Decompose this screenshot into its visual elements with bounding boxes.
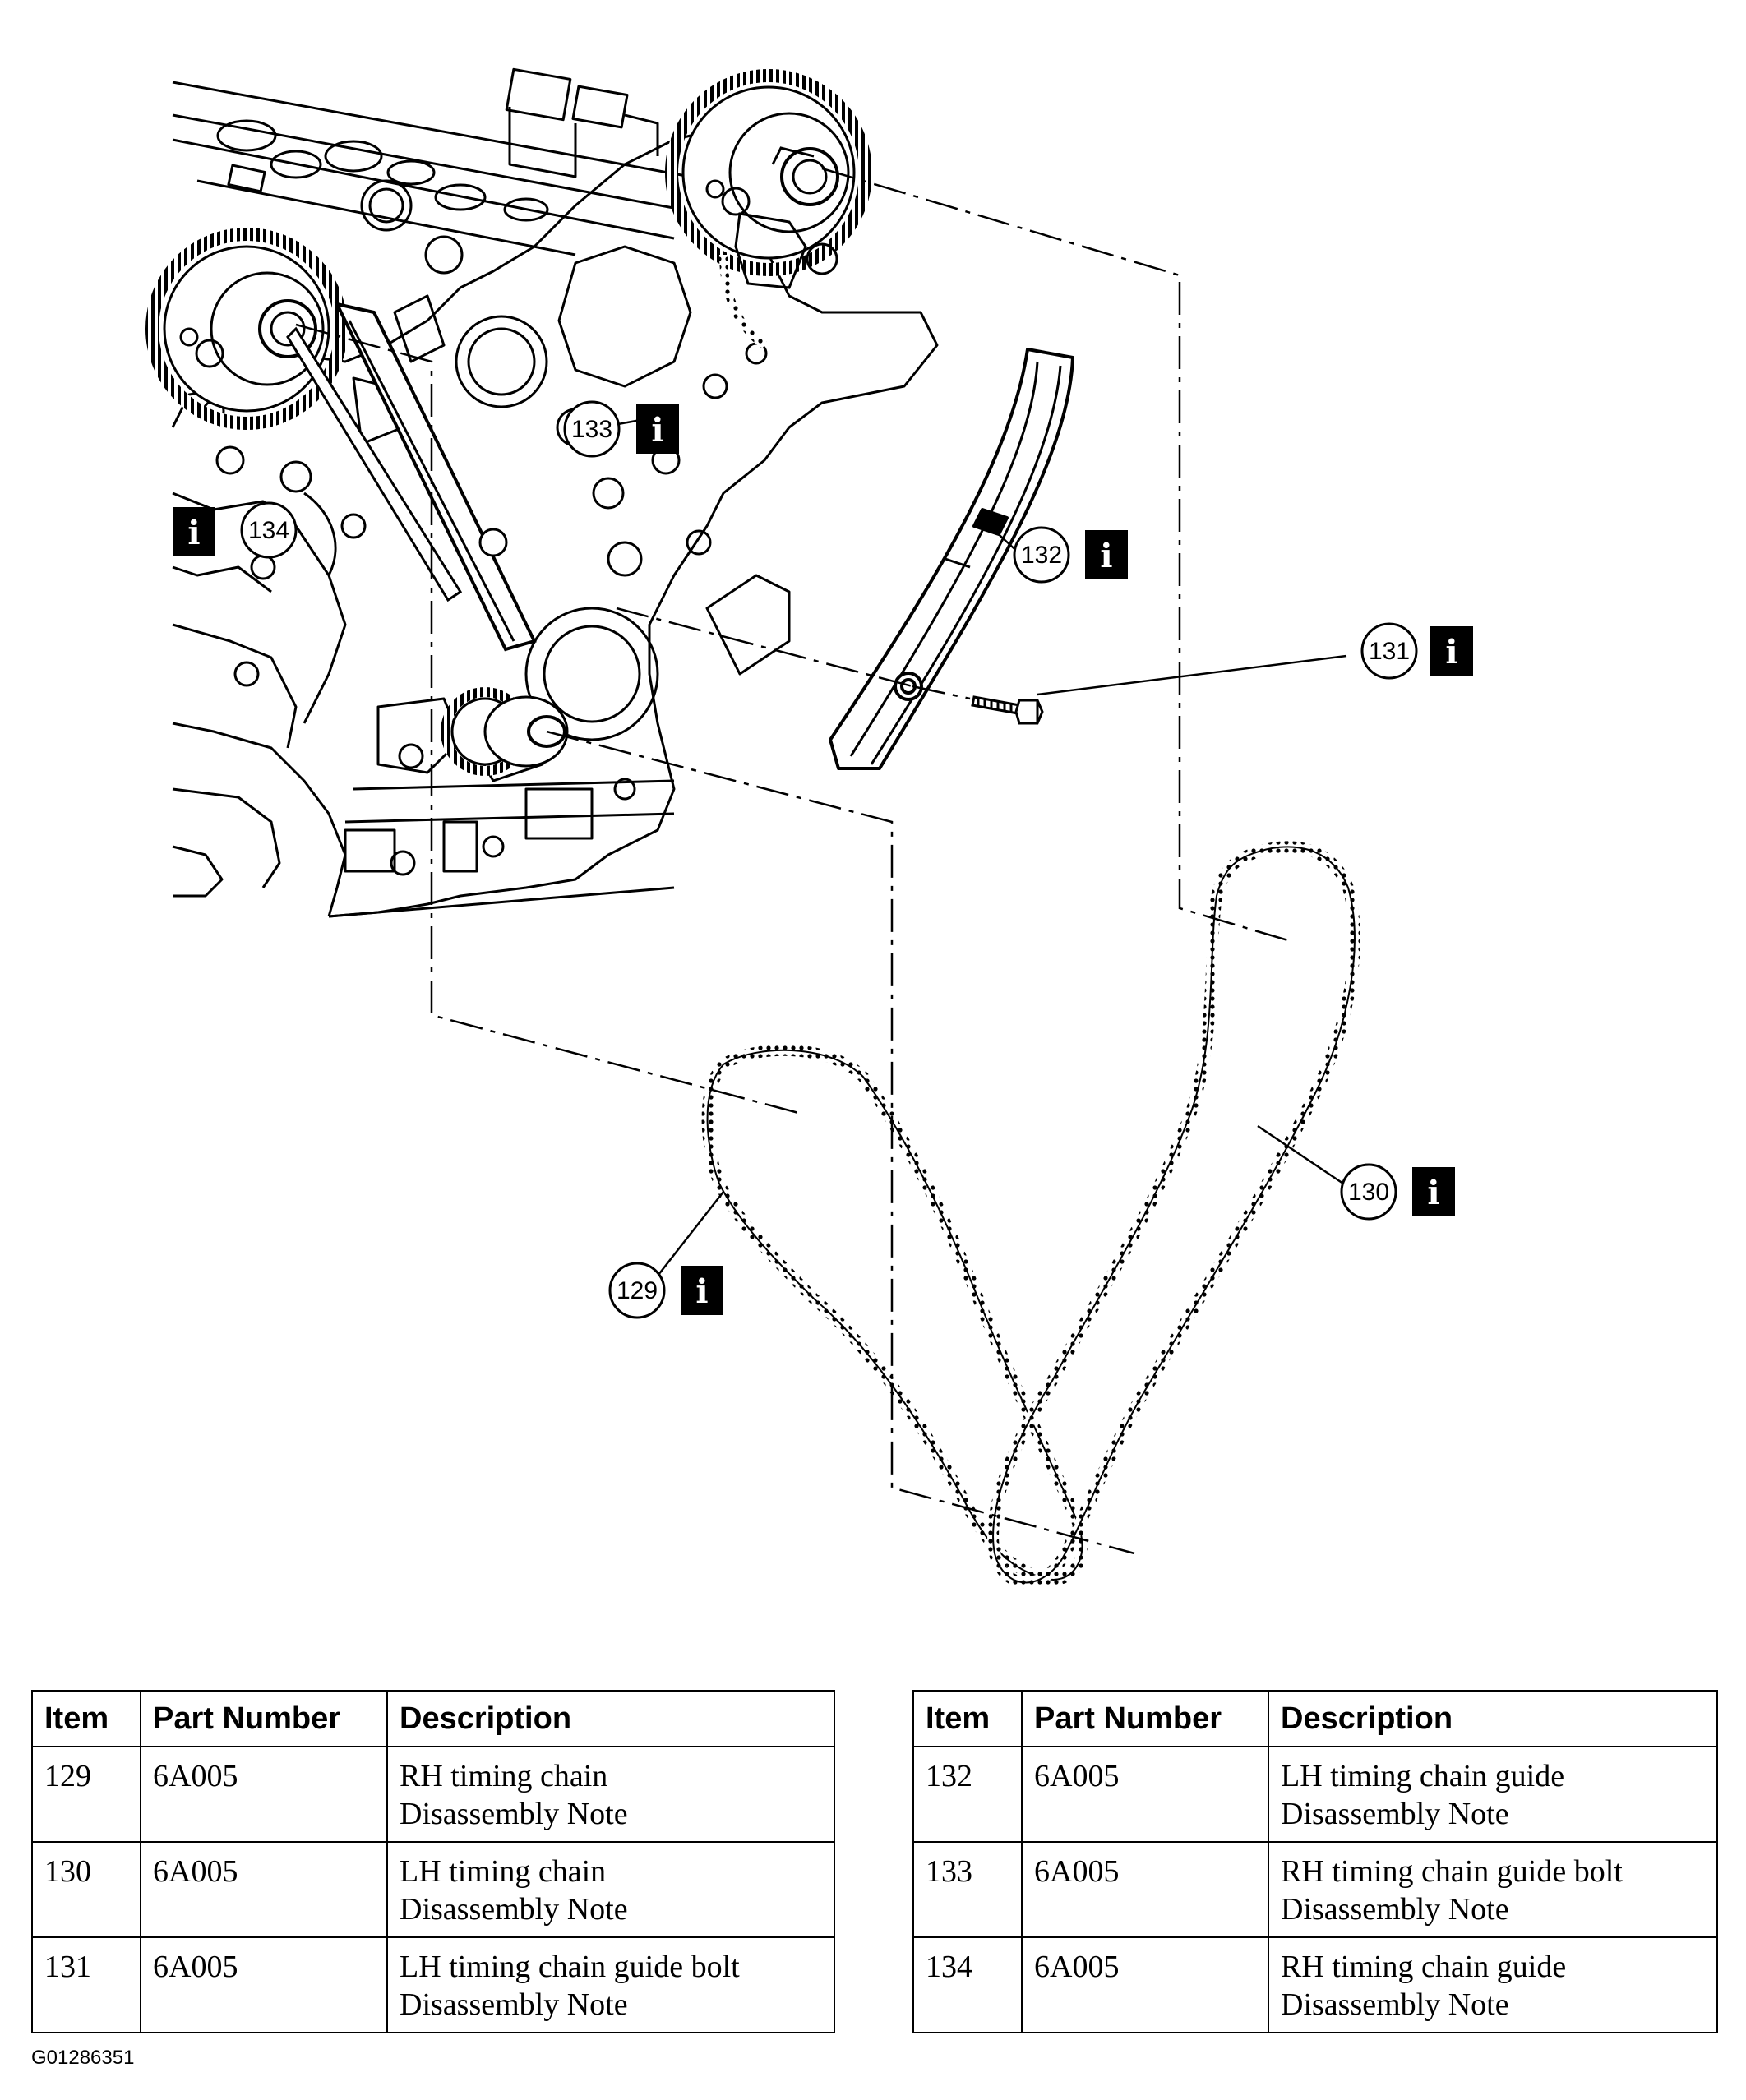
part-number-cell: 6A005	[140, 1841, 388, 1938]
part-number-cell: 6A005	[1021, 1746, 1269, 1843]
parts-table-right: Item Part Number Description 132 6A005 L…	[912, 1690, 1718, 2033]
item-cell: 132	[912, 1746, 1023, 1843]
info-icon: i	[1100, 537, 1112, 575]
lh-chain-tensioner	[719, 212, 838, 349]
disassembly-note-link[interactable]: Disassembly Note	[1281, 1797, 1509, 1831]
info-icon: i	[695, 1272, 708, 1311]
lh-timing-chain-guide-bolt	[971, 695, 1044, 725]
column-header-item: Item	[31, 1690, 141, 1747]
exploded-diagram: 133 i i 134 132 i 131 i 130 i 129 i	[146, 67, 1473, 1589]
item-cell: 133	[912, 1841, 1023, 1938]
item-cell: 134	[912, 1936, 1023, 2033]
description-cell: RH timing chain guide Disassembly Note	[1268, 1936, 1718, 2033]
lh-timing-chain	[987, 841, 1360, 1589]
callout-132-number: 132	[1021, 542, 1062, 569]
column-header-item: Item	[912, 1690, 1023, 1747]
info-icon: i	[1427, 1174, 1439, 1212]
table-header-row: Item Part Number Description	[912, 1690, 1718, 1747]
lh-camshaft-sprocket	[665, 69, 872, 276]
column-header-description: Description	[1268, 1690, 1718, 1747]
disassembly-note-link[interactable]: Disassembly Note	[1281, 1892, 1509, 1927]
description-text: LH timing chain	[400, 1854, 607, 1889]
item-cell: 131	[31, 1936, 141, 2033]
info-icon: i	[651, 411, 663, 450]
description-cell: RH timing chain guide bolt Disassembly N…	[1268, 1841, 1718, 1938]
description-text: RH timing chain guide bolt	[1281, 1854, 1623, 1889]
figure-id: G01286351	[31, 2047, 135, 2069]
info-icon: i	[187, 514, 200, 552]
info-icon: i	[1445, 633, 1457, 672]
rh-timing-chain-guide	[286, 302, 537, 652]
disassembly-note-link[interactable]: Disassembly Note	[400, 1987, 628, 2022]
part-number-cell: 6A005	[140, 1936, 388, 2033]
description-cell: LH timing chain Disassembly Note	[386, 1841, 835, 1938]
table-row: 129 6A005 RH timing chain Disassembly No…	[31, 1746, 835, 1843]
table-row: 130 6A005 LH timing chain Disassembly No…	[31, 1841, 835, 1938]
rh-timing-chain	[701, 1044, 1088, 1585]
callout-133-number: 133	[571, 416, 612, 443]
part-number-cell: 6A005	[1021, 1936, 1269, 2033]
table-row: 132 6A005 LH timing chain guide Disassem…	[912, 1746, 1718, 1843]
callout-133: 133 i	[563, 400, 679, 458]
column-header-part-number: Part Number	[140, 1690, 388, 1747]
alignment-lines	[295, 167, 1291, 1555]
callout-134: i 134	[173, 501, 298, 559]
table-row: 134 6A005 RH timing chain guide Disassem…	[912, 1936, 1718, 2033]
part-number-cell: 6A005	[1021, 1841, 1269, 1938]
column-header-description: Description	[386, 1690, 835, 1747]
crankshaft-sprocket	[441, 687, 569, 776]
lh-timing-chain-outline	[992, 846, 1356, 1584]
description-text: LH timing chain guide bolt	[400, 1950, 740, 1984]
description-text: LH timing chain guide	[1281, 1759, 1565, 1793]
description-cell: LH timing chain guide Disassembly Note	[1268, 1746, 1718, 1843]
part-number-cell: 6A005	[140, 1746, 388, 1843]
callout-131: 131 i	[1360, 622, 1473, 680]
disassembly-note-link[interactable]: Disassembly Note	[1281, 1987, 1509, 2022]
callout-130: 130 i	[1340, 1163, 1455, 1221]
disassembly-note-link[interactable]: Disassembly Note	[400, 1797, 628, 1831]
table-row: 131 6A005 LH timing chain guide bolt Dis…	[31, 1936, 835, 2033]
callout-129: 129 i	[608, 1262, 723, 1319]
callout-130-number: 130	[1348, 1179, 1389, 1206]
column-header-part-number: Part Number	[1021, 1690, 1269, 1747]
table-row: 133 6A005 RH timing chain guide bolt Dis…	[912, 1841, 1718, 1938]
parts-table-left: Item Part Number Description 129 6A005 R…	[31, 1690, 835, 2033]
callout-132: 132 i	[1013, 526, 1128, 584]
description-cell: LH timing chain guide bolt Disassembly N…	[386, 1936, 835, 2033]
table-header-row: Item Part Number Description	[31, 1690, 835, 1747]
description-text: RH timing chain guide	[1281, 1950, 1567, 1984]
item-cell: 129	[31, 1746, 141, 1843]
callout-leaders	[275, 418, 1347, 1287]
callout-131-number: 131	[1369, 638, 1410, 665]
callout-129-number: 129	[617, 1277, 658, 1304]
description-cell: RH timing chain Disassembly Note	[386, 1746, 835, 1843]
callout-134-number: 134	[248, 517, 289, 544]
item-cell: 130	[31, 1841, 141, 1938]
disassembly-note-link[interactable]: Disassembly Note	[400, 1892, 628, 1927]
description-text: RH timing chain	[400, 1759, 608, 1793]
lh-timing-chain-guide	[829, 348, 1074, 770]
